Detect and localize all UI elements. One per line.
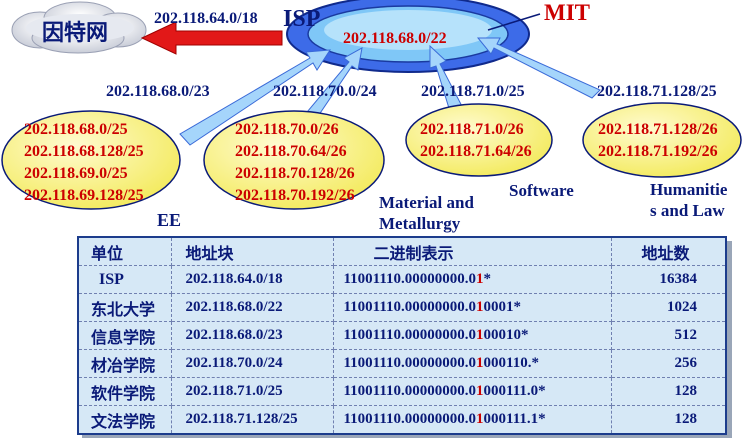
material-label: Material and Metallurgy: [379, 192, 474, 234]
col-header-binary: 二进制表示: [332, 236, 612, 266]
cell-binary: 11001110.00000000.01000110.*: [332, 349, 612, 378]
red-arrow: [140, 21, 283, 55]
humanities-block: 202.118.71.192/26: [598, 143, 718, 160]
table-row: 软件学院 202.118.71.0/25 11001110.00000000.0…: [77, 377, 727, 406]
internet-cloud: [11, 1, 147, 54]
cell-unit: 信息学院: [77, 321, 172, 350]
software-block: 202.118.71.64/26: [420, 143, 532, 160]
link-humanities-label: 202.118.71.128/25: [597, 83, 717, 100]
material-label-line: Metallurgy: [379, 214, 461, 233]
cell-block: 202.118.68.0/23: [170, 321, 334, 350]
binary-highlight: 1: [476, 271, 484, 287]
table-header-row: 单位 地址块 二进制表示 地址数: [77, 236, 727, 266]
cell-unit: 东北大学: [77, 293, 172, 322]
table-row: 东北大学 202.118.68.0/22 11001110.00000000.0…: [77, 293, 727, 322]
ee-label: EE: [157, 210, 182, 230]
binary-prefix: 11001110.00000000.0: [343, 383, 477, 399]
binary-prefix: 11001110.00000000.0: [343, 411, 477, 427]
binary-suffix: 000111.1*: [483, 411, 546, 427]
cell-block: 202.118.68.0/22: [170, 293, 334, 322]
cell-binary: 11001110.00000000.01*: [332, 265, 612, 294]
ee-block: 202.118.69.0/25: [24, 165, 128, 182]
cell-binary: 11001110.00000000.01000111.0*: [332, 377, 612, 406]
binary-suffix: *: [483, 271, 492, 287]
table-row: ISP 202.118.64.0/18 11001110.00000000.01…: [77, 265, 727, 294]
cell-count: 128: [610, 405, 727, 435]
arrow-block-label: 202.118.64.0/18: [154, 10, 258, 27]
address-table: 单位 地址块 二进制表示 地址数 ISP 202.118.64.0/18 110…: [77, 236, 727, 435]
software-blocks: 202.118.71.0/26 202.118.71.64/26: [420, 119, 532, 163]
binary-highlight: 1: [476, 355, 484, 371]
material-block: 202.118.70.64/26: [235, 143, 347, 160]
binary-prefix: 11001110.00000000.0: [343, 271, 477, 287]
cell-binary: 11001110.00000000.01000111.1*: [332, 405, 612, 435]
mit-ring: [286, 0, 530, 73]
binary-suffix: 00010*: [483, 327, 529, 343]
humanities-block: 202.118.71.128/26: [598, 121, 718, 138]
material-block: 202.118.70.0/26: [235, 121, 339, 138]
humanities-label-line: s and Law: [650, 201, 725, 220]
cell-binary: 11001110.00000000.0100010*: [332, 321, 612, 350]
material-label-line: Material and: [379, 193, 474, 212]
material-block: 202.118.70.128/26: [235, 165, 355, 182]
material-block: 202.118.70.192/26: [235, 187, 355, 204]
cell-block: 202.118.71.128/25: [170, 405, 334, 435]
software-ellipse: [405, 103, 553, 177]
ee-block: 202.118.69.128/25: [24, 187, 144, 204]
isp-label: ISP: [283, 6, 321, 32]
material-ellipse: [203, 110, 385, 210]
binary-highlight: 1: [476, 411, 484, 427]
humanities-ellipse: [582, 102, 742, 178]
cell-unit: 材冶学院: [77, 349, 172, 378]
binary-highlight: 1: [476, 299, 484, 315]
link-ee-label: 202.118.68.0/23: [106, 83, 210, 100]
cell-binary: 11001110.00000000.010001*: [332, 293, 612, 322]
cell-unit: ISP: [77, 265, 172, 294]
humanities-label-line: Humanitie: [650, 180, 728, 199]
cell-count: 128: [610, 377, 727, 406]
material-blocks: 202.118.70.0/26 202.118.70.64/26 202.118…: [235, 119, 355, 207]
cell-block: 202.118.71.0/25: [170, 377, 334, 406]
ee-ellipse: [1, 110, 181, 210]
link-material-label: 202.118.70.0/24: [273, 83, 377, 100]
cell-count: 256: [610, 349, 727, 378]
binary-prefix: 11001110.00000000.0: [343, 327, 477, 343]
humanities-label: Humanitie s and Law: [650, 179, 727, 221]
binary-suffix: 000110.*: [483, 355, 539, 371]
table-row: 材冶学院 202.118.70.0/24 11001110.00000000.0…: [77, 349, 727, 378]
humanities-blocks: 202.118.71.128/26 202.118.71.192/26: [598, 119, 718, 163]
software-block: 202.118.71.0/26: [420, 121, 524, 138]
col-header-count: 地址数: [610, 236, 727, 266]
ee-block: 202.118.68.0/25: [24, 121, 128, 138]
binary-prefix: 11001110.00000000.0: [343, 355, 477, 371]
table-row: 文法学院 202.118.71.128/25 11001110.00000000…: [77, 405, 727, 435]
cell-count: 512: [610, 321, 727, 350]
ee-blocks: 202.118.68.0/25 202.118.68.128/25 202.11…: [24, 119, 144, 207]
ee-block: 202.118.68.128/25: [24, 143, 144, 160]
cell-count: 16384: [610, 265, 727, 294]
mit-block-label: 202.118.68.0/22: [343, 30, 447, 47]
mit-label: MIT: [544, 0, 590, 25]
binary-suffix: 0001*: [483, 299, 522, 315]
cell-block: 202.118.70.0/24: [170, 349, 334, 378]
binary-suffix: 000111.0*: [483, 383, 546, 399]
link-software-label: 202.118.71.0/25: [421, 83, 525, 100]
binary-prefix: 11001110.00000000.0: [343, 299, 477, 315]
cell-unit: 软件学院: [77, 377, 172, 406]
col-header-block: 地址块: [170, 236, 334, 266]
table-row: 信息学院 202.118.68.0/23 11001110.00000000.0…: [77, 321, 727, 350]
software-label: Software: [509, 181, 574, 200]
binary-highlight: 1: [476, 383, 484, 399]
cell-block: 202.118.64.0/18: [170, 265, 334, 294]
internet-label: 因特网: [42, 21, 109, 46]
mit-pointer: [487, 13, 541, 31]
binary-highlight: 1: [476, 327, 484, 343]
col-header-unit: 单位: [77, 236, 172, 266]
cell-unit: 文法学院: [77, 405, 172, 435]
cell-count: 1024: [610, 293, 727, 322]
